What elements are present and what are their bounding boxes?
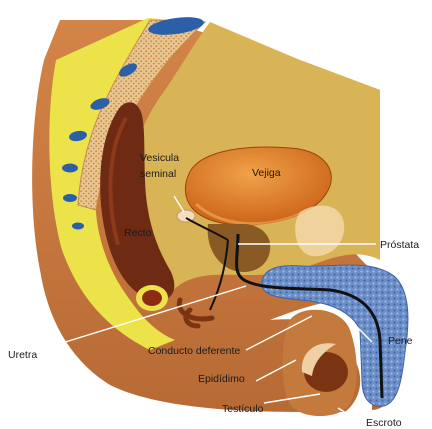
seminal-vesicle (177, 210, 195, 222)
label-uretra: Uretra (8, 349, 37, 361)
label-vesicula-1: Vesicula (140, 152, 179, 164)
anus-inner (142, 290, 162, 306)
label-epididimo: Epidídimo (198, 373, 245, 385)
label-escroto: Escroto (366, 417, 402, 429)
label-prostata: Próstata (380, 239, 419, 251)
label-testiculo: Testículo (222, 403, 264, 415)
label-vesicula-2: seminal (140, 168, 176, 180)
label-vejiga: Vejiga (252, 167, 281, 179)
label-conducto: Conducto deferente (148, 345, 240, 357)
label-pene: Pene (388, 335, 413, 347)
label-recto: Recto (124, 227, 152, 239)
